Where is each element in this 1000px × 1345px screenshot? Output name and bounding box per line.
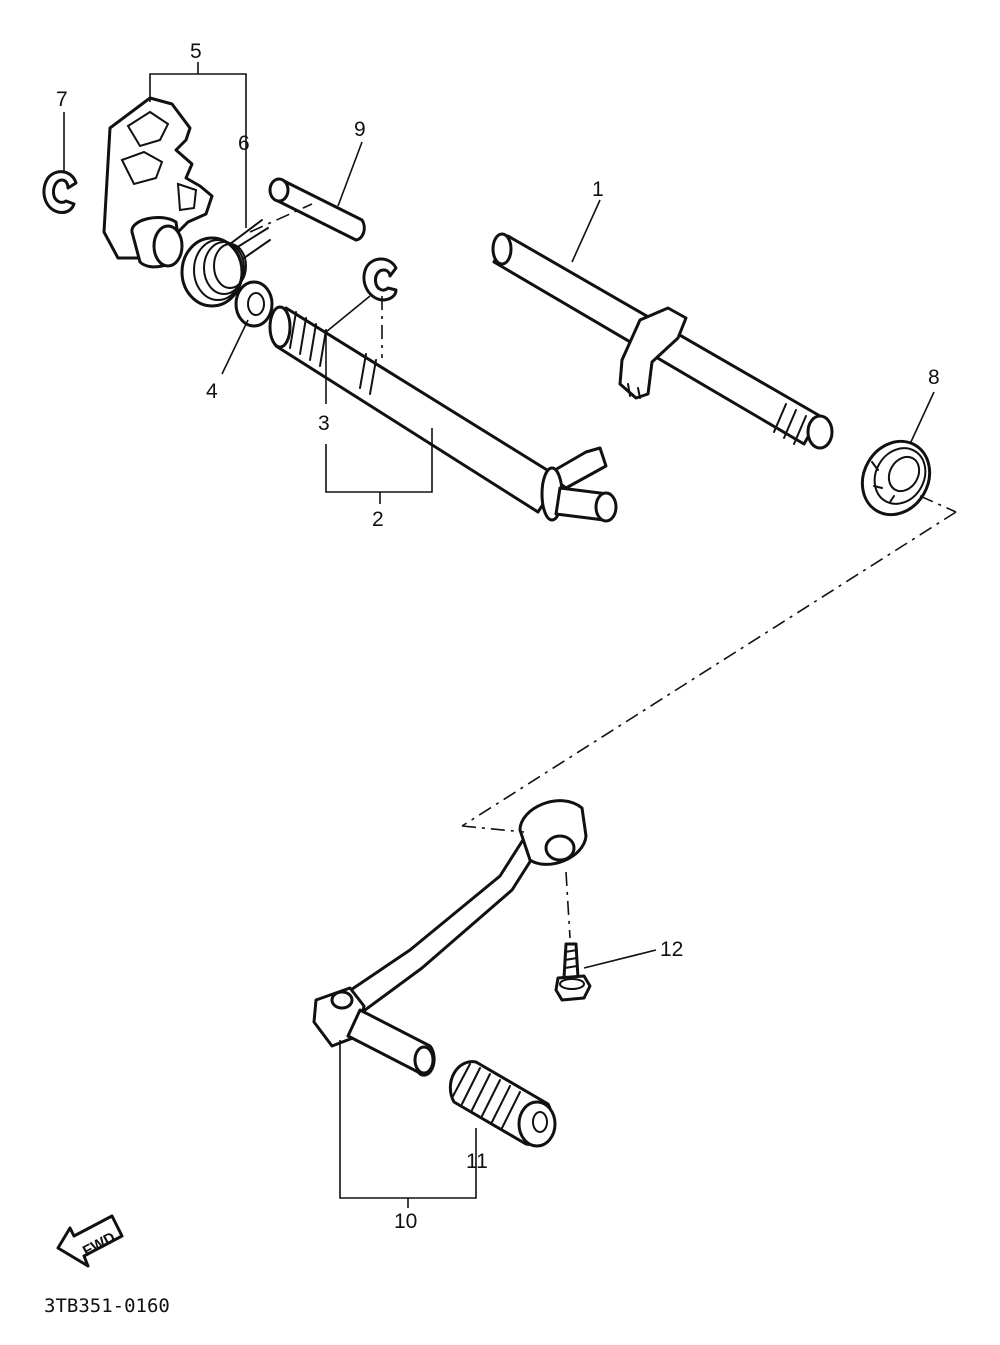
label-part-10: 10 — [394, 1210, 417, 1233]
washer-part-4 — [234, 280, 274, 328]
label-part-8: 8 — [928, 366, 940, 389]
label-part-5: 5 — [190, 40, 202, 63]
label-part-2: 2 — [372, 508, 384, 531]
shift-lever-shaft-part-1 — [491, 232, 834, 450]
shift-shaft-part-2 — [268, 305, 618, 523]
torsion-spring-part-6 — [180, 219, 271, 308]
circlip-part-7 — [42, 170, 78, 214]
part-labels: 5 7 6 9 1 4 3 2 8 12 11 10 — [56, 40, 940, 1233]
shift-arm-part-5 — [102, 96, 214, 269]
pin-part-9 — [268, 177, 366, 242]
label-part-7: 7 — [56, 88, 68, 111]
label-part-4: 4 — [206, 380, 218, 403]
forward-arrow-icon: FWD — [56, 1214, 124, 1268]
pedal-rubber-part-11 — [448, 1060, 557, 1148]
alignment-lines — [249, 203, 957, 939]
drawing-code: 3TB351-0160 — [44, 1295, 170, 1317]
leader-lines — [63, 62, 935, 1208]
oil-seal-part-8 — [860, 439, 932, 517]
label-part-9: 9 — [354, 118, 366, 141]
shift-pedal-part-10 — [312, 799, 588, 1077]
label-part-12: 12 — [660, 938, 683, 961]
label-part-3: 3 — [318, 412, 330, 435]
circlip-part-3 — [362, 257, 398, 302]
label-part-1: 1 — [592, 178, 604, 201]
label-part-11: 11 — [466, 1150, 488, 1173]
label-part-6: 6 — [238, 132, 250, 155]
bolt-part-12 — [554, 942, 592, 1002]
